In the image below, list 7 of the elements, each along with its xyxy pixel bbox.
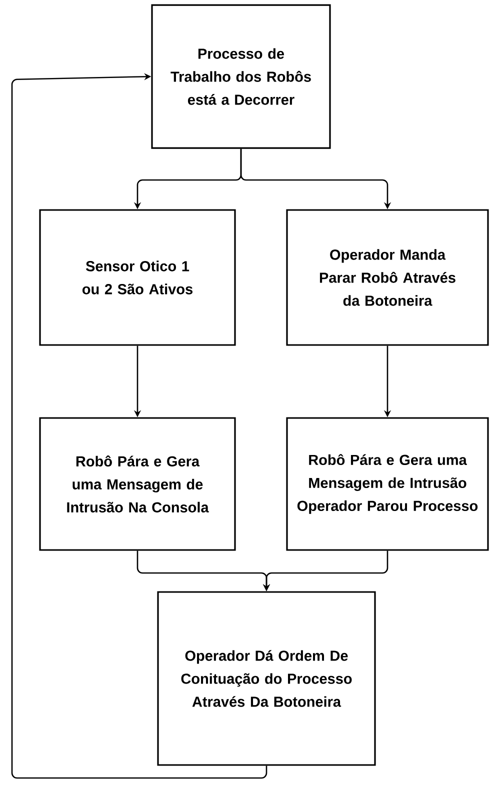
process-box: Robô Pára e Gera uma Mensagem de Intrusão Na Consola: [39, 417, 236, 551]
process-box: Operador Dá Ordem De Conituação do Processo Através Da Botoneira: [157, 591, 376, 766]
process-box: Processo de Trabalho dos Robôs está a Decorrer: [151, 4, 331, 149]
arrow: [11, 73, 268, 779]
process-box: Robô Pára e Gera uma Mensagem de Intrusão Operador Parou Processo: [286, 417, 489, 551]
process-box: Sensor Otico 1 ou 2 São Ativos: [39, 209, 236, 346]
process-box: Operador Manda Parar Robô Através da Botoneira: [286, 209, 489, 346]
